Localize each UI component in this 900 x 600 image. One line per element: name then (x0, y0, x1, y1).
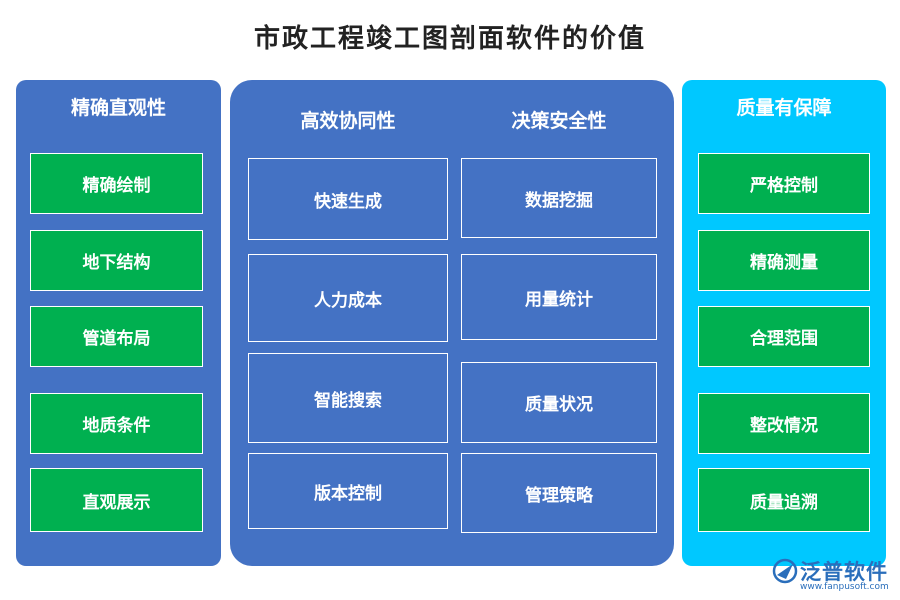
fanpu-logo-icon (772, 558, 798, 584)
logo-url: www.fanpusoft.com (800, 582, 889, 592)
panel-collaboration-heading: 高效协同性 (300, 110, 396, 132)
item-rectification: 整改情况 (698, 393, 870, 454)
item-version-control: 版本控制 (248, 453, 448, 529)
item-geological-conditions: 地质条件 (30, 393, 203, 454)
item-reasonable-range: 合理范围 (698, 306, 870, 367)
item-accurate-measurement: 精确测量 (698, 230, 870, 291)
item-pipeline-layout: 管道布局 (30, 306, 203, 367)
panel-precision-heading: 精确直观性 (70, 97, 166, 119)
company-logo: 泛普软件 www.fanpusoft.com (770, 556, 895, 598)
item-underground-structure: 地下结构 (30, 230, 203, 291)
item-labor-cost: 人力成本 (248, 254, 448, 342)
panel-decision-heading: 决策安全性 (511, 110, 607, 132)
item-quality-status: 质量状况 (461, 362, 657, 443)
item-data-mining: 数据挖掘 (461, 158, 657, 238)
item-management-strategy: 管理策略 (461, 453, 657, 533)
item-intuitive-display: 直观展示 (30, 468, 203, 532)
logo-name: 泛普软件 (800, 560, 888, 584)
item-precise-drawing: 精确绘制 (30, 153, 203, 214)
panel-quality-heading: 质量有保障 (736, 97, 832, 119)
item-fast-generation: 快速生成 (248, 158, 448, 240)
item-usage-statistics: 用量统计 (461, 254, 657, 340)
item-smart-search: 智能搜索 (248, 353, 448, 443)
page-title: 市政工程竣工图剖面软件的价值 (253, 24, 646, 54)
item-strict-control: 严格控制 (698, 153, 870, 214)
item-quality-traceability: 质量追溯 (698, 468, 870, 532)
